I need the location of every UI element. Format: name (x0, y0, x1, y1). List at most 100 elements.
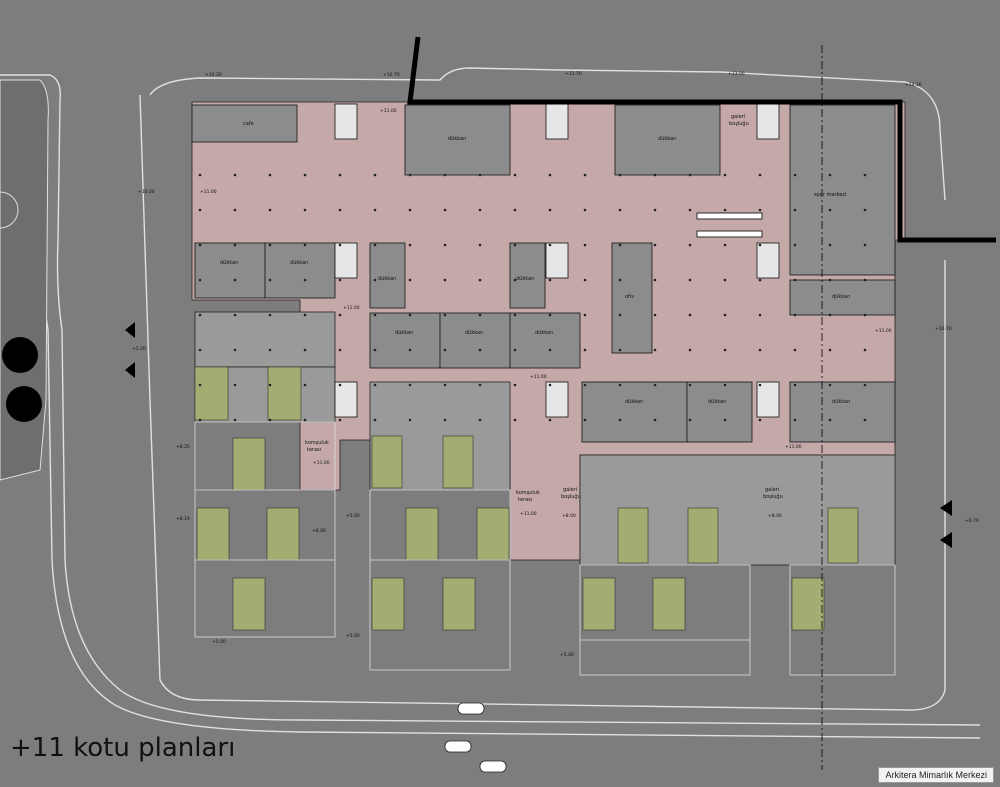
label-bosluk-1: boşluğu (729, 120, 749, 127)
label-spor: spor merkezi (814, 192, 846, 198)
column-dot (863, 278, 867, 282)
column-dot (408, 418, 412, 422)
column-dot (758, 383, 762, 387)
column-dot (268, 208, 272, 212)
column-dot (723, 418, 727, 422)
column-dot (653, 278, 657, 282)
column-dot (793, 208, 797, 212)
level-520: +5.20 (132, 346, 146, 352)
column-dot (268, 243, 272, 247)
column-dot (758, 348, 762, 352)
column-dot (373, 278, 377, 282)
label-komsuluk-1: komşuluk (305, 440, 329, 446)
column-dot (198, 348, 202, 352)
escalators (696, 212, 763, 238)
column-dot (618, 243, 622, 247)
column-dot (303, 208, 307, 212)
column-dot (793, 348, 797, 352)
column-dot (233, 278, 237, 282)
level-1030: +10.30 (205, 72, 222, 78)
column-dot (793, 173, 797, 177)
column-dot (198, 278, 202, 282)
level-500-a: +5.00 (212, 639, 226, 645)
column-dot (268, 173, 272, 177)
level-800-b: +8.00 (562, 513, 576, 519)
column-dot (233, 208, 237, 212)
column-dot (723, 278, 727, 282)
column-dot (618, 208, 622, 212)
level-1100-g: +11.00 (520, 511, 537, 517)
column-dot (513, 383, 517, 387)
level-1070: +10.70 (383, 72, 400, 78)
column-dot (828, 418, 832, 422)
label-dukkan-4: dükkan (290, 260, 308, 266)
label-dukkan-10: dükkan (832, 294, 850, 300)
column-dot (653, 208, 657, 212)
column-dot (653, 383, 657, 387)
column-dot (723, 208, 727, 212)
room-labels: cafe dükkan dükkan spor merkezi dükkan d… (220, 114, 850, 503)
column-dot (513, 278, 517, 282)
column-dot (863, 313, 867, 317)
level-1100-a: +11.00 (200, 189, 217, 195)
label-bosluk-2: boşluğu (561, 493, 581, 500)
level-1430: +14.30 (905, 82, 922, 88)
column-dot (828, 173, 832, 177)
column-dot (548, 243, 552, 247)
column-dot (443, 383, 447, 387)
tree-outline (0, 191, 19, 229)
label-dukkan-8: dükkan (465, 330, 483, 336)
label-dukkan-9: dükkan (535, 330, 553, 336)
column-dot (338, 383, 342, 387)
column-dot (373, 348, 377, 352)
column-dot (408, 278, 412, 282)
column-dot (548, 278, 552, 282)
column-dot (373, 313, 377, 317)
column-dot (513, 208, 517, 212)
column-dot (478, 278, 482, 282)
column-dot (303, 383, 307, 387)
label-teras-1: terası (307, 447, 321, 453)
plan-caption: +11 kotu planları (10, 733, 236, 763)
label-dukkan-13: dükkan (832, 399, 850, 405)
column-dot (723, 383, 727, 387)
column-dot (723, 243, 727, 247)
column-dot (233, 348, 237, 352)
column-dot (478, 313, 482, 317)
column-dot (863, 418, 867, 422)
label-dukkan-5: dükkan (378, 276, 396, 282)
label-dukkan-6: dükkan (516, 276, 534, 282)
level-819: +8.19 (176, 516, 190, 522)
cars (444, 702, 507, 773)
column-dot (688, 348, 692, 352)
column-dot (828, 208, 832, 212)
column-dot (478, 418, 482, 422)
column-dot (863, 348, 867, 352)
level-1000: +10.00 (138, 189, 155, 195)
column-dot (828, 348, 832, 352)
column-dot (653, 243, 657, 247)
label-komsuluk-2: komşuluk (516, 490, 540, 496)
column-dot (303, 243, 307, 247)
column-dot (653, 348, 657, 352)
column-dot (863, 383, 867, 387)
column-dot (198, 418, 202, 422)
level-1170: +11.70 (565, 71, 582, 77)
column-dot (828, 278, 832, 282)
column-dot (233, 383, 237, 387)
column-dot (548, 173, 552, 177)
column-dot (233, 313, 237, 317)
column-dot (443, 348, 447, 352)
stair-cores (334, 103, 780, 418)
column-dot (198, 208, 202, 212)
column-dot (443, 313, 447, 317)
boundary-wall (407, 36, 996, 243)
column-dot (688, 313, 692, 317)
column-dot (268, 278, 272, 282)
column-dot (583, 208, 587, 212)
column-dot (583, 348, 587, 352)
column-dot (198, 243, 202, 247)
column-dot (618, 348, 622, 352)
column-dot (513, 243, 517, 247)
column-dot (688, 418, 692, 422)
